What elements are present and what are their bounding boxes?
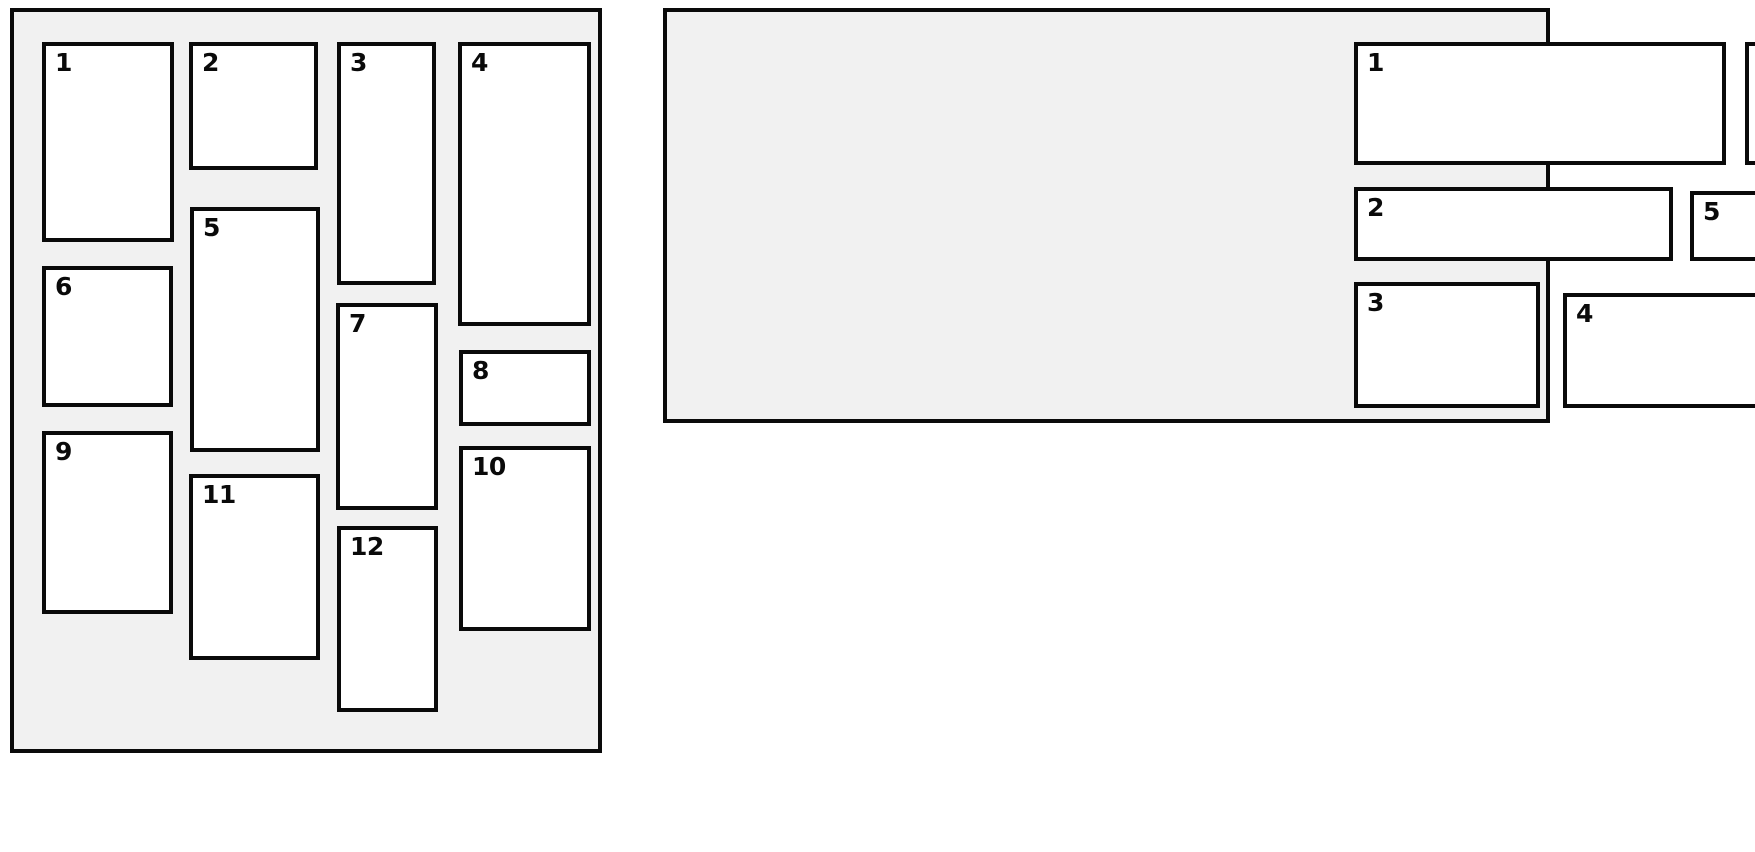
box-right-5[interactable]: 5 [1690, 191, 1755, 261]
box-left-1[interactable]: 1 [42, 42, 174, 242]
box-left-11[interactable]: 11 [189, 474, 320, 660]
box-label: 4 [471, 48, 488, 77]
box-label: 4 [1576, 299, 1593, 328]
box-label: 2 [202, 48, 219, 77]
box-right-3[interactable]: 3 [1354, 282, 1540, 408]
box-label: 12 [350, 532, 384, 561]
right-panel: 167259348 [663, 8, 1755, 423]
box-label: 9 [55, 437, 72, 466]
box-label: 5 [203, 213, 220, 242]
box-left-2[interactable]: 2 [189, 42, 318, 170]
box-label: 1 [1367, 48, 1384, 77]
box-label: 7 [349, 309, 366, 338]
box-label: 10 [472, 452, 506, 481]
box-left-5[interactable]: 5 [190, 207, 320, 452]
box-left-10[interactable]: 10 [459, 446, 591, 631]
box-label: 2 [1367, 193, 1384, 222]
box-left-9[interactable]: 9 [42, 431, 173, 614]
box-left-12[interactable]: 12 [337, 526, 438, 712]
box-label: 5 [1703, 197, 1720, 226]
box-right-4[interactable]: 4 [1563, 293, 1755, 408]
box-left-4[interactable]: 4 [458, 42, 591, 326]
box-left-6[interactable]: 6 [42, 266, 173, 407]
box-label: 3 [1367, 288, 1384, 317]
box-left-3[interactable]: 3 [337, 42, 436, 285]
box-label: 8 [472, 356, 489, 385]
box-label: 11 [202, 480, 236, 509]
box-left-7[interactable]: 7 [336, 303, 438, 510]
box-right-2[interactable]: 2 [1354, 187, 1673, 261]
box-right-1[interactable]: 1 [1354, 42, 1726, 165]
box-label: 1 [55, 48, 72, 77]
box-right-6[interactable]: 6 [1745, 42, 1755, 165]
box-label: 6 [55, 272, 72, 301]
box-label: 3 [350, 48, 367, 77]
box-left-8[interactable]: 8 [459, 350, 591, 426]
